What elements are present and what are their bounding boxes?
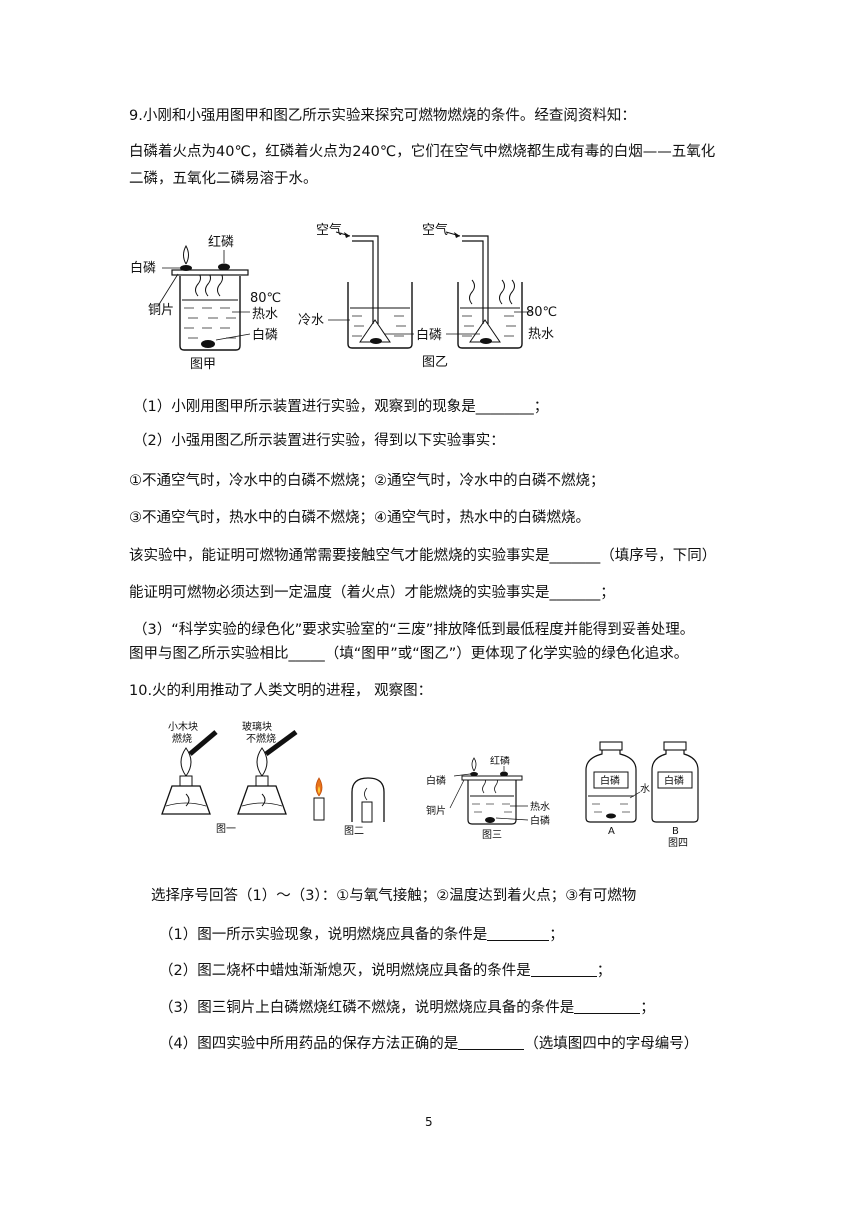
jia-white-p-label: 白磷 — [130, 260, 156, 276]
figure-3: 红磷 白磷 铜片 热水 白磷 图三 — [426, 756, 550, 840]
yi-caption: 图乙 — [422, 355, 448, 370]
q10-sub-4-blank[interactable] — [458, 1035, 525, 1050]
figure-jia: 红磷 白磷 铜片 80℃ 热水 白磷 图甲 — [130, 234, 281, 372]
q9-fact-3-4: ③不通空气时，热水中的白磷不燃烧；④通空气时，热水中的白磷燃烧。 — [129, 510, 590, 526]
fig3-caption: 图三 — [482, 829, 502, 840]
figure-4: 白磷 水 白磷 A B — [585, 741, 699, 837]
q10-sub-2-blank[interactable] — [530, 962, 597, 977]
yi-air-label-1: 空气 — [316, 222, 342, 238]
fig1-wood-label-1: 小木块 — [168, 721, 198, 733]
fig2-caption: 图二 — [344, 825, 364, 837]
figure-2: 图二 — [313, 777, 385, 837]
q9-line-3: 二磷，五氧化二磷易溶于水。 — [129, 171, 318, 187]
q9-line-1: 9.小刚和小强用图甲和图乙所示实验来探究可燃物燃烧的条件。经查阅资料知： — [129, 108, 636, 124]
jia-temp-label: 80℃ — [250, 291, 281, 306]
q9-part-3-line-2: 图甲与图乙所示实验相比_____（填“图甲”或“图乙”）更体现了化学实验的绿色化… — [129, 646, 689, 662]
jia-copper-label: 铜片 — [148, 303, 174, 318]
fig4-label-b: 白磷 — [664, 774, 684, 787]
q10-sub-3-text: （3）图三铜片上白磷燃烧红磷不燃烧，说明燃烧应具备的条件是 — [159, 1000, 575, 1016]
q9-part-2-question-b: 能证明可燃物必须达到一定温度（着火点）才能燃烧的实验事实是_______； — [129, 585, 615, 601]
q10-sub-2: （2）图二烧杯中蜡烛渐渐熄灭，说明燃烧应具备的条件是 ； — [159, 961, 611, 981]
yi-cold-water-label: 冷水 — [298, 313, 324, 328]
yi-air-label-2: 空气 — [422, 222, 448, 238]
fig4-water-label: 水 — [640, 783, 650, 795]
q10-sub-3-blank[interactable] — [574, 999, 641, 1014]
fig3-copper-label: 铜片 — [426, 804, 446, 817]
fig1-caption: 图一 — [216, 823, 236, 835]
q9-part-3-line-1: （3）“科学实验的绿色化”要求实验室的“三废”排放降低到最低程度并能得到妥善处理… — [133, 622, 695, 638]
q10-sub-3-end: ； — [640, 1000, 655, 1016]
jia-caption: 图甲 — [190, 357, 216, 372]
yi-white-p-label: 白磷 — [416, 327, 442, 343]
fig4-letter-b: B — [672, 826, 679, 837]
q10-sub-1: （1）图一所示实验现象，说明燃烧应具备的条件是 ； — [159, 925, 564, 945]
fig3-red-p-label: 红磷 — [490, 756, 510, 767]
q10-sub-4: （4）图四实验中所用药品的保存方法正确的是 （选填图四中的字母编号） — [159, 1034, 698, 1054]
q9-part-2: （2）小强用图乙所示装置进行实验，得到以下实验事实： — [133, 433, 505, 449]
fig4-caption: 图四 — [668, 838, 688, 849]
fig3-hot-water-label: 热水 — [530, 800, 550, 813]
q10-sub-2-end: ； — [596, 963, 612, 979]
q9-part-1: （1）小刚用图甲所示装置进行实验，观察到的现象是________； — [133, 399, 549, 415]
q10-sub-4-end: （选填图四中的字母编号） — [524, 1036, 699, 1052]
fig1-glass-label-1: 玻璃块 — [242, 720, 272, 733]
jia-red-p-label: 红磷 — [208, 234, 234, 250]
q10-line-1: 10.火的利用推动了人类文明的进程， 观察图： — [129, 683, 433, 699]
q9-fact-1-2: ①不通空气时，冷水中的白磷不燃烧；②通空气时，冷水中的白磷不燃烧； — [129, 473, 605, 489]
fig1-glass-label-2: 不燃烧 — [246, 732, 276, 745]
q10-intro: 选择序号回答（1）～（3）：①与氧气接触；②温度达到着火点；③有可燃物 — [151, 888, 637, 904]
figure-yi: 空气 空气 冷水 白磷 80℃ 热水 图乙 — [298, 222, 557, 370]
fig4-label-a: 白磷 — [600, 774, 620, 787]
fig3-white-p-label: 白磷 — [426, 774, 446, 787]
q10-sub-1-text: （1）图一所示实验现象，说明燃烧应具备的条件是 — [159, 927, 488, 943]
yi-temp-label: 80℃ — [526, 305, 557, 320]
q10-sub-1-blank[interactable] — [487, 926, 550, 941]
jia-white-p-bottom-label: 白磷 — [252, 327, 278, 343]
fig1-wood-label-2: 燃烧 — [172, 732, 192, 745]
q10-sub-3: （3）图三铜片上白磷燃烧红磷不燃烧，说明燃烧应具备的条件是 ； — [159, 998, 655, 1018]
page-number: 5 — [425, 1115, 433, 1129]
fig4-letter-a: A — [608, 826, 615, 837]
yi-hot-water-label: 热水 — [528, 327, 554, 342]
fig3-white-p-bottom-label: 白磷 — [530, 814, 550, 827]
q10-sub-2-text: （2）图二烧杯中蜡烛渐渐熄灭，说明燃烧应具备的条件是 — [159, 963, 531, 979]
figure-1: 小木块 燃烧 玻璃块 不燃烧 图一 — [161, 720, 298, 835]
q9-part-2-question-a: 该实验中，能证明可燃物通常需要接触空气才能燃烧的实验事实是_______（填序号… — [129, 548, 717, 564]
q10-sub-4-text: （4）图四实验中所用药品的保存方法正确的是 — [159, 1036, 459, 1052]
q10-sub-1-end: ； — [549, 927, 564, 943]
q9-line-2: 白磷着火点为40℃，红磷着火点为240℃，它们在空气中燃烧都生成有毒的白烟——五… — [129, 144, 716, 160]
jia-hot-water-label: 热水 — [252, 307, 278, 322]
